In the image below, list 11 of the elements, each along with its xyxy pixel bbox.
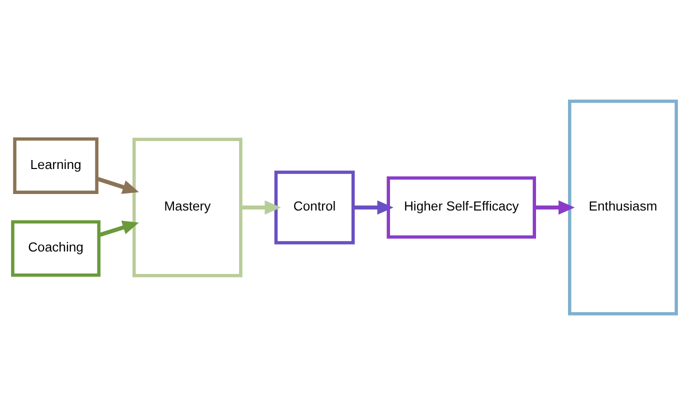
arrow xyxy=(241,200,281,215)
node-box: Enthusiasm xyxy=(568,100,678,316)
node-box: Learning xyxy=(13,137,98,194)
node-box: Control xyxy=(274,170,355,244)
arrow xyxy=(534,200,575,215)
node-box: Mastery xyxy=(132,138,242,278)
node-box: Coaching xyxy=(11,220,100,277)
node-box: Higher Self-Efficacy xyxy=(386,176,536,239)
arrow xyxy=(96,176,139,194)
arrow xyxy=(98,220,139,238)
arrow xyxy=(353,200,394,215)
